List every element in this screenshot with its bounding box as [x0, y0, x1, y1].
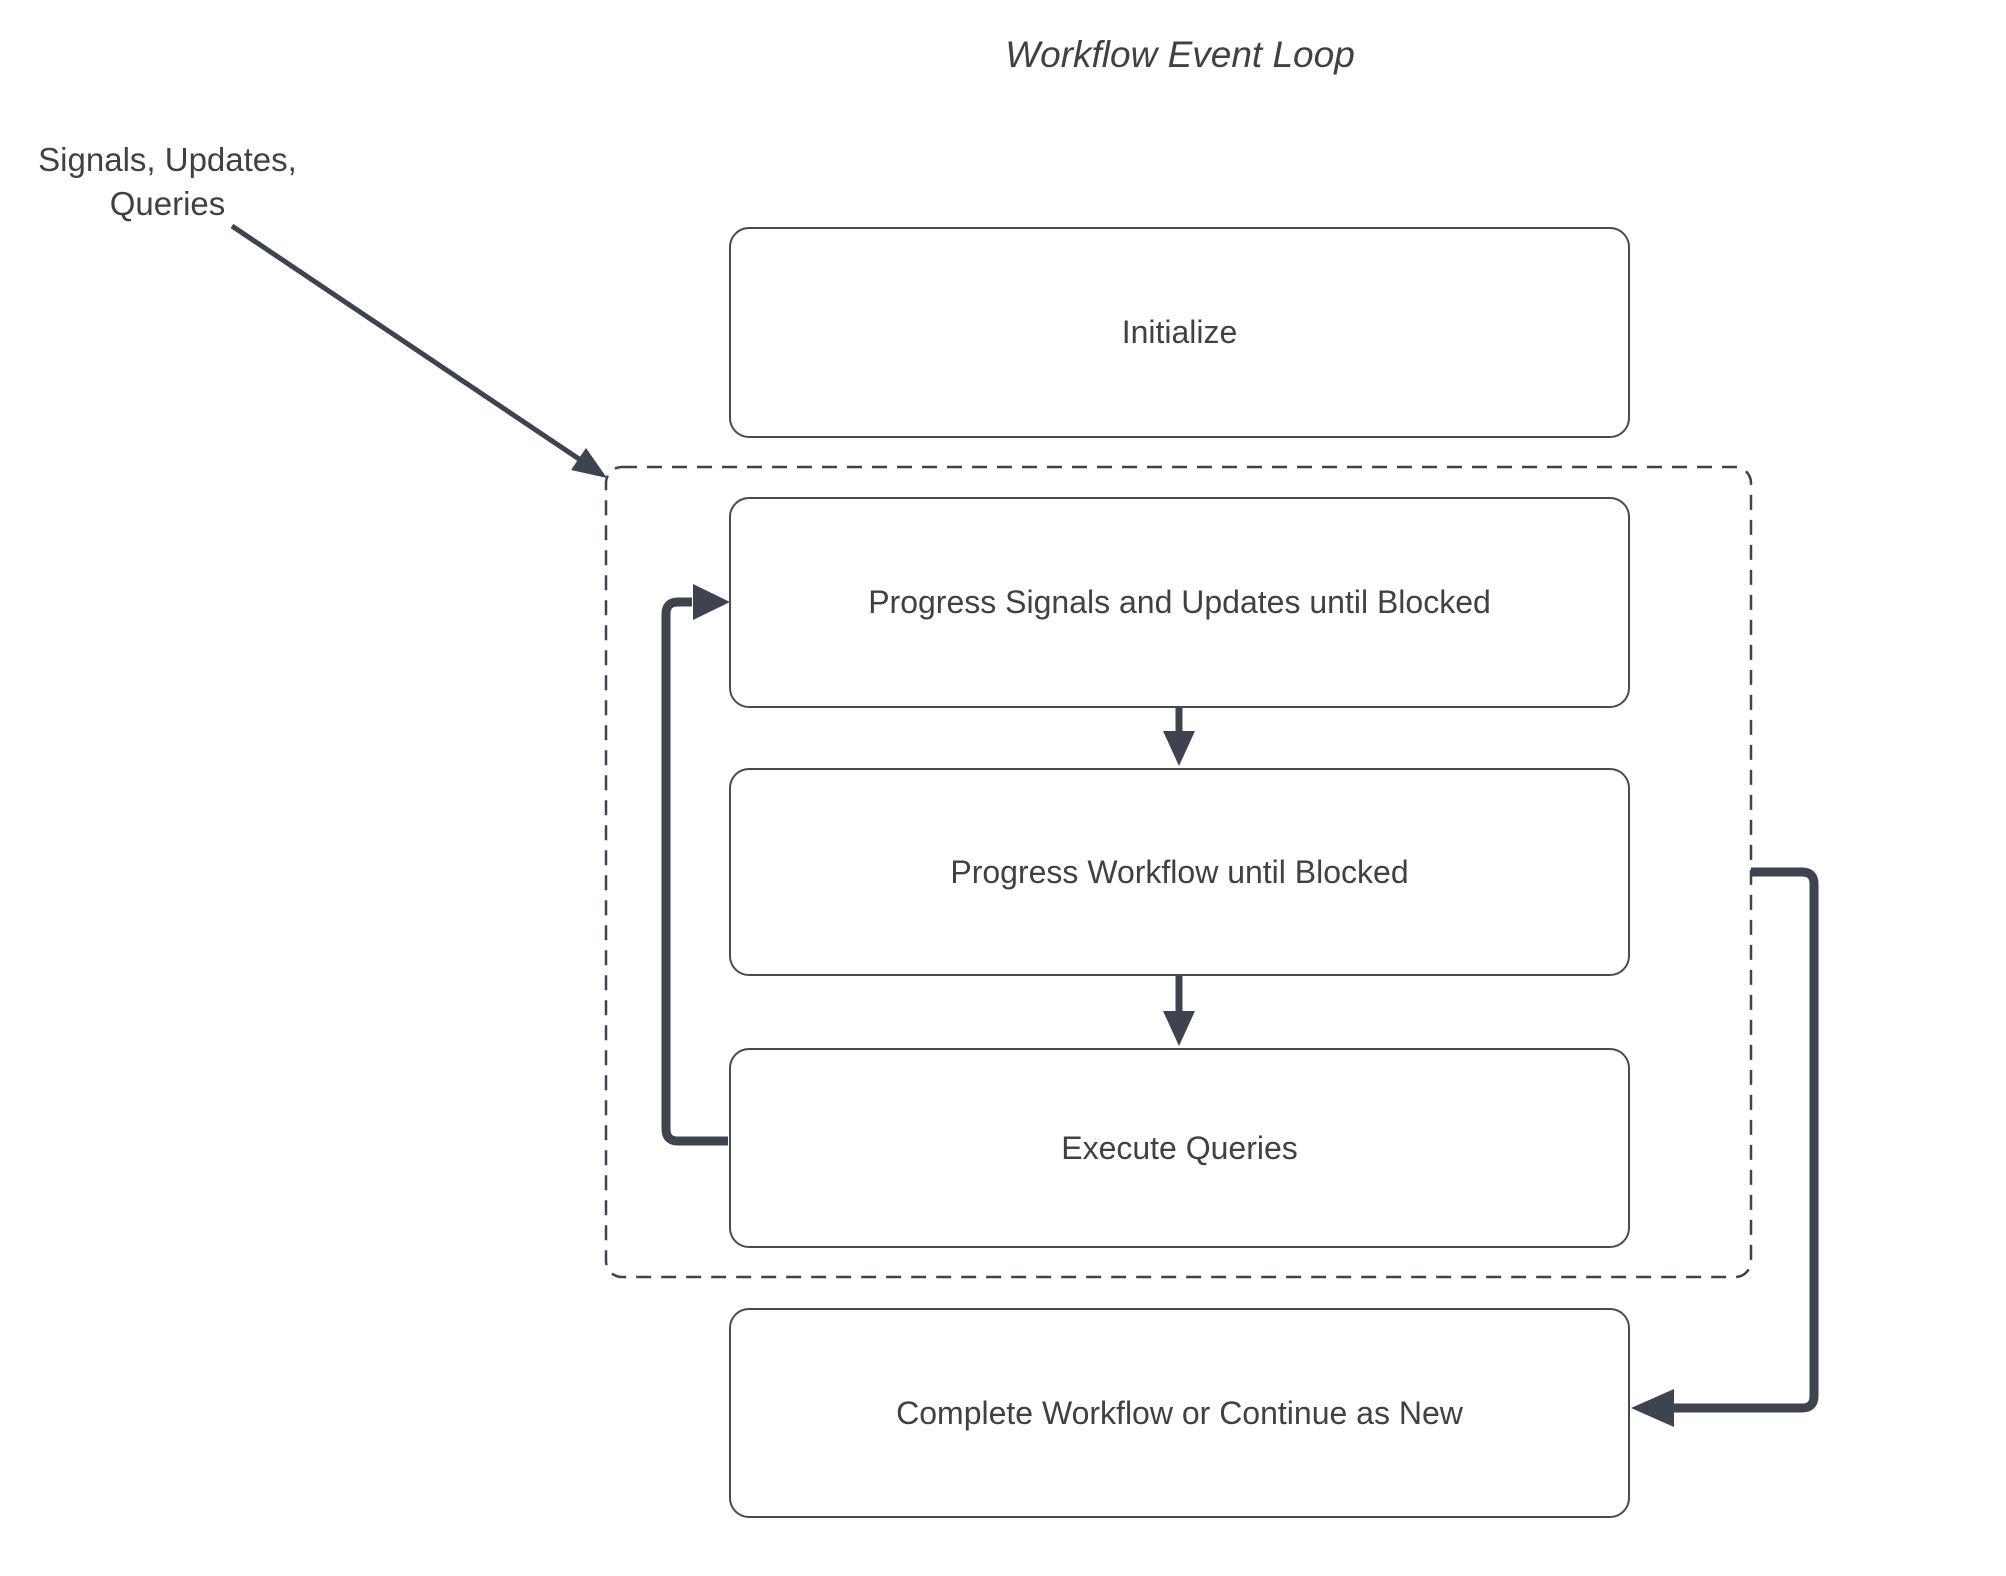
node-progress-signals-updates-label: Progress Signals and Updates until Block… — [868, 584, 1491, 620]
complete-connector-arrow — [1631, 867, 1819, 1427]
external-events-label: Signals, Updates, Queries — [25, 138, 310, 225]
node-initialize-label: Initialize — [1121, 314, 1238, 350]
node-progress-workflow: Progress Workflow until Blocked — [729, 768, 1630, 976]
node-initialize: Initialize — [729, 227, 1630, 438]
node-execute-queries-label: Execute Queries — [1061, 1129, 1298, 1166]
down-arrow-signals-to-workflow — [1163, 707, 1195, 766]
node-progress-signals-updates: Progress Signals and Updates until Block… — [729, 497, 1630, 708]
external-events-label-line1: Signals, Updates, — [38, 141, 297, 178]
node-progress-workflow-label: Progress Workflow until Blocked — [950, 853, 1409, 890]
external-events-label-line2: Queries — [109, 184, 226, 222]
diagram-title: Workflow Event Loop — [1005, 34, 1355, 75]
signals-annotation-arrow — [230, 223, 607, 478]
node-complete-workflow-label: Complete Workflow or Continue as New — [896, 1394, 1463, 1431]
node-execute-queries: Execute Queries — [729, 1048, 1630, 1248]
queries-loopback-arrow — [661, 584, 730, 1146]
node-complete-workflow: Complete Workflow or Continue as New — [729, 1308, 1630, 1518]
down-arrow-workflow-to-queries — [1163, 975, 1195, 1046]
